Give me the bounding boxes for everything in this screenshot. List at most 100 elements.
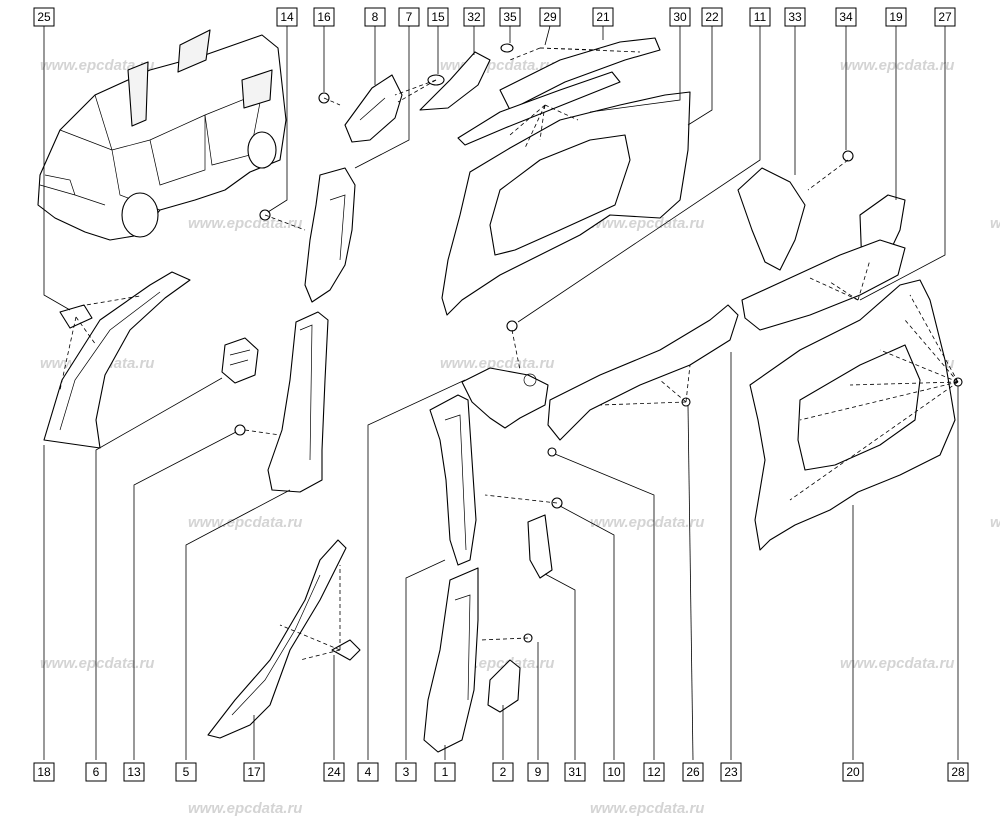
callout-label: 32 <box>467 10 481 24</box>
callout-label: 22 <box>705 10 719 24</box>
callout-6: 6 <box>85 762 107 782</box>
watermark-text: www.epcdata.ru <box>440 355 554 372</box>
assembly-dashed-lines <box>59 47 959 661</box>
callout-14: 14 <box>276 7 298 27</box>
callout-label: 31 <box>568 765 582 779</box>
part-clip-12 <box>547 447 557 457</box>
callout-label: 18 <box>37 765 51 779</box>
watermark-text: www.epcdata.ru <box>40 57 154 74</box>
callout-label: 2 <box>500 765 507 779</box>
callout-label: 3 <box>403 765 410 779</box>
callout-21: 21 <box>592 7 614 27</box>
callout-label: 17 <box>247 765 261 779</box>
part-b-pillar-lower <box>267 311 329 493</box>
watermark-text: www.epcdata.ru <box>188 514 302 531</box>
watermark-text: www.epcdata.ru <box>590 800 704 817</box>
callout-35: 35 <box>499 7 521 27</box>
callouts-top: 25 14 16 8 7 15 32 35 29 21 30 22 11 33 34 19 27 <box>33 7 956 27</box>
callout-label: 4 <box>365 765 372 779</box>
callout-label: 26 <box>686 765 700 779</box>
callout-16: 16 <box>313 7 335 27</box>
watermark-text: www.epcdata.ru <box>188 215 302 232</box>
callout-25: 25 <box>33 7 55 27</box>
part-bracket-2 <box>487 659 521 713</box>
callout-3: 3 <box>395 762 417 782</box>
part-roof-trim-21 <box>499 37 661 111</box>
part-bracket-6 <box>221 337 259 384</box>
part-clip-25 <box>59 304 93 329</box>
callout-30: 30 <box>669 7 691 27</box>
part-clip-24 <box>331 639 361 661</box>
watermark-text: www.epcdata.ru <box>840 655 954 672</box>
callout-11: 11 <box>749 7 771 27</box>
callout-8: 8 <box>364 7 386 27</box>
callout-26: 26 <box>682 762 704 782</box>
watermark-text: www.epcdata.ru <box>188 800 302 817</box>
part-clip-34 <box>842 150 854 162</box>
leader-lines <box>43 25 959 761</box>
watermark-text: www.epcdata.ru <box>590 215 704 232</box>
part-bracket-33 <box>737 167 806 271</box>
callout-label: 11 <box>754 10 767 24</box>
callout-label: 23 <box>724 765 738 779</box>
part-b-pillar-lower-1 <box>423 567 479 753</box>
vehicle-outline <box>37 29 287 241</box>
callout-27: 27 <box>934 7 956 27</box>
part-bracket-8 <box>344 74 403 143</box>
callout-29: 29 <box>539 7 561 27</box>
callout-10: 10 <box>603 762 625 782</box>
callout-4: 4 <box>357 762 379 782</box>
callout-label: 35 <box>503 10 517 24</box>
callout-9: 9 <box>527 762 549 782</box>
callout-18: 18 <box>33 762 55 782</box>
watermark-text: www.epcdata.ru <box>990 215 1000 232</box>
part-quarter-trim-22 <box>441 91 691 316</box>
watermark-text: www.epcdata.ru <box>40 655 154 672</box>
callout-20: 20 <box>842 762 864 782</box>
watermark-text: www.epcdata.ru <box>990 514 1000 531</box>
callout-22: 22 <box>701 7 723 27</box>
callout-label: 13 <box>127 765 141 779</box>
callout-label: 6 <box>93 765 100 779</box>
callout-2: 2 <box>492 762 514 782</box>
callout-1: 1 <box>434 762 456 782</box>
callout-label: 24 <box>327 765 341 779</box>
callout-34: 34 <box>835 7 857 27</box>
callout-12: 12 <box>643 762 665 782</box>
callout-31: 31 <box>564 762 586 782</box>
callout-label: 15 <box>431 10 445 24</box>
part-b-pillar-inner-3 <box>429 394 477 566</box>
callout-label: 34 <box>839 10 853 24</box>
callout-label: 30 <box>673 10 687 24</box>
part-rear-side-trim-20 <box>749 279 956 551</box>
callout-label: 5 <box>183 765 190 779</box>
callout-19: 19 <box>885 7 907 27</box>
callout-24: 24 <box>323 762 345 782</box>
callout-13: 13 <box>123 762 145 782</box>
part-trim-27 <box>741 239 906 331</box>
callout-label: 27 <box>938 10 952 24</box>
part-clip-11 <box>506 320 518 332</box>
callout-label: 14 <box>280 10 294 24</box>
callout-33: 33 <box>784 7 806 27</box>
part-pad-31 <box>527 514 553 579</box>
callout-label: 19 <box>889 10 903 24</box>
part-plug-35 <box>500 43 514 53</box>
callout-17: 17 <box>243 762 265 782</box>
part-a-pillar-trim <box>43 271 191 449</box>
callout-label: 10 <box>607 765 621 779</box>
callout-7: 7 <box>398 7 420 27</box>
callout-label: 8 <box>372 10 379 24</box>
watermark-text: www.epcdata.ru <box>590 514 704 531</box>
callout-23: 23 <box>720 762 742 782</box>
callout-label: 12 <box>647 765 661 779</box>
callout-label: 33 <box>788 10 802 24</box>
watermark-text: www.epcdata.ru <box>840 57 954 74</box>
callout-label: 16 <box>317 10 331 24</box>
callout-15: 15 <box>427 7 449 27</box>
callout-32: 32 <box>463 7 485 27</box>
part-a-pillar-lower-17 <box>207 539 347 739</box>
callout-label: 29 <box>543 10 557 24</box>
